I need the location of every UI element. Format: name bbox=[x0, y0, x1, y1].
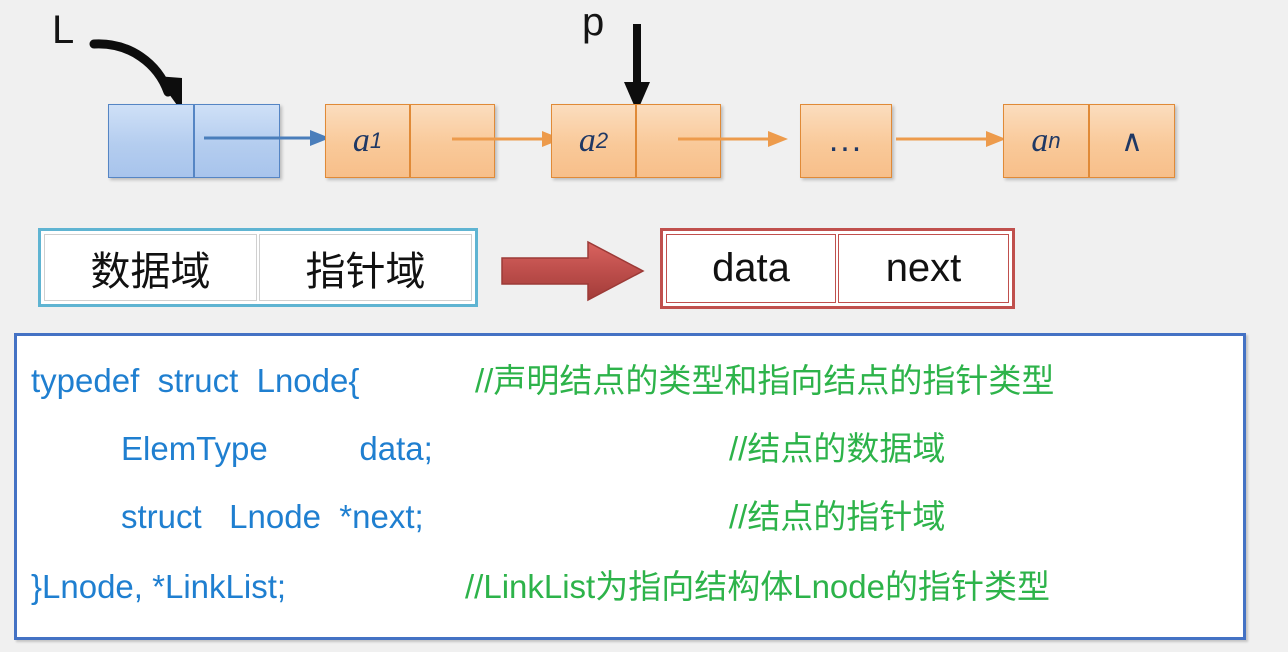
current-pointer-arrow-icon bbox=[624, 24, 650, 112]
code-line-2-comment: //结点的数据域 bbox=[729, 430, 946, 467]
null-pointer-symbol: ∧ bbox=[1121, 124, 1143, 158]
code-panel: typedef struct Lnode{ //声明结点的类型和指向结点的指针类… bbox=[14, 333, 1246, 640]
node-a2-data-subscript: 2 bbox=[595, 128, 609, 153]
node-ellipsis-value: ... bbox=[828, 121, 864, 160]
head-pointer-arrow-icon bbox=[89, 39, 182, 112]
legend-english: data next bbox=[660, 228, 1015, 309]
legend-english-data-field: data bbox=[666, 234, 836, 303]
node-head-data-cell bbox=[108, 104, 194, 178]
list-node-head bbox=[108, 104, 280, 178]
node-head-next-cell bbox=[194, 104, 280, 178]
code-line-3-comment: //结点的指针域 bbox=[729, 498, 946, 535]
list-node-ellipsis: ... bbox=[800, 104, 892, 178]
legend-chinese: 数据域 指针域 bbox=[38, 228, 478, 307]
code-line-3-code: struct Lnode *next; bbox=[121, 498, 424, 535]
node-an-next-cell: ∧ bbox=[1089, 104, 1175, 178]
node-an-data-subscript: n bbox=[1048, 128, 1061, 153]
code-line-1-comment: //声明结点的类型和指向结点的指针类型 bbox=[475, 362, 1055, 399]
block-arrow-right-icon bbox=[501, 240, 645, 302]
legend-english-pointer-field: next bbox=[838, 234, 1009, 303]
code-line-4-code: }Lnode, *LinkList; bbox=[31, 568, 287, 605]
link-arrow-ellipsis-to-an-icon bbox=[896, 131, 1006, 147]
node-an-data-value: a bbox=[1031, 122, 1049, 159]
legend-chinese-data-field: 数据域 bbox=[44, 234, 257, 301]
link-arrow-a1-to-a2-icon bbox=[452, 131, 562, 147]
node-a1-data-subscript: 1 bbox=[369, 128, 383, 153]
node-a1-data-value: a bbox=[352, 122, 370, 159]
node-a2-data-value: a bbox=[578, 122, 596, 159]
code-line-4-comment: //LinkList为指向结构体Lnode的指针类型 bbox=[465, 568, 1050, 605]
node-ellipsis-cell: ... bbox=[800, 104, 892, 178]
head-pointer-label: L bbox=[52, 8, 75, 52]
legend-chinese-pointer-field: 指针域 bbox=[259, 234, 472, 301]
current-pointer-label: p bbox=[582, 0, 605, 44]
link-arrow-a2-to-ellipsis-icon bbox=[678, 131, 788, 147]
node-a1-next-cell bbox=[410, 104, 495, 178]
node-a2-next-cell bbox=[636, 104, 721, 178]
link-arrow-head-to-a1-icon bbox=[204, 130, 330, 146]
code-line-1-code: typedef struct Lnode{ bbox=[31, 362, 360, 399]
code-line-2-code: ElemType data; bbox=[121, 430, 433, 467]
